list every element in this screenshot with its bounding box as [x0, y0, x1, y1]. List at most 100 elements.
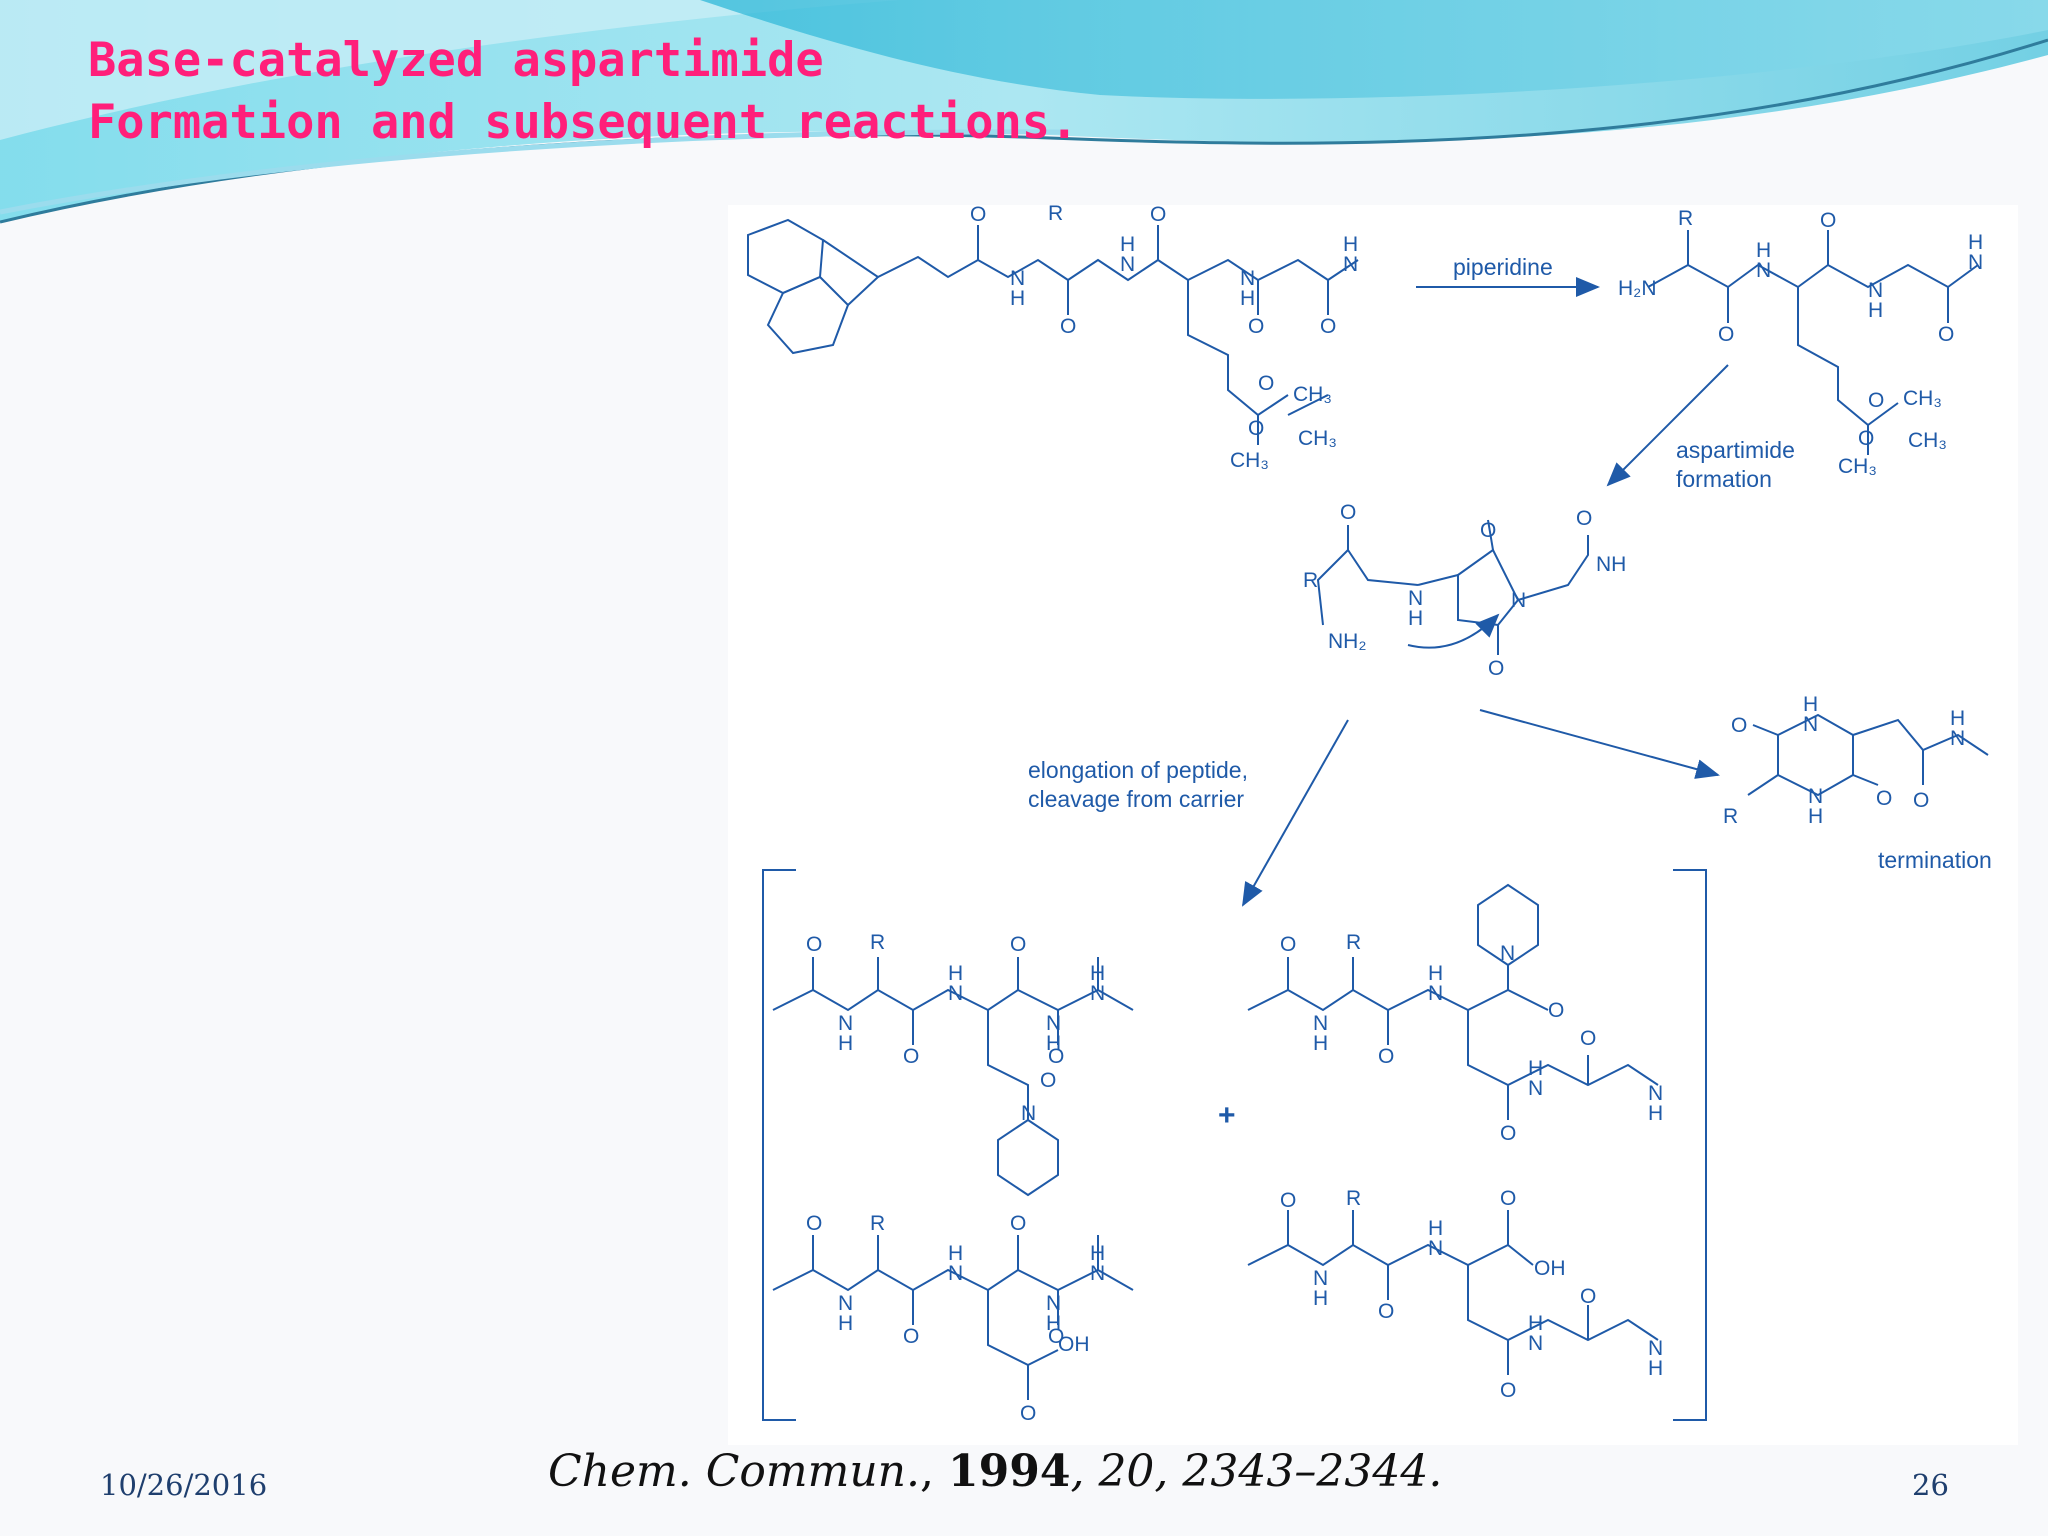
svg-text:O: O [1500, 1379, 1516, 1402]
svg-text:N: N [1046, 1012, 1061, 1035]
svg-text:N: N [1010, 267, 1025, 290]
svg-text:O: O [1020, 1402, 1036, 1425]
svg-text:H: H [1010, 287, 1025, 310]
svg-text:O: O [1913, 789, 1929, 812]
svg-text:O: O [1248, 417, 1264, 440]
svg-text:O: O [903, 1325, 919, 1348]
termination-arrow [1479, 709, 1720, 779]
aspartimide-arrow [1606, 364, 1729, 487]
svg-text:O: O [1060, 315, 1076, 338]
svg-text:CH₃: CH₃ [1293, 383, 1332, 406]
svg-text:H: H [1313, 1032, 1328, 1055]
step-aspartimide-label-1: aspartimide [1676, 437, 1795, 463]
product-beta-acid [1247, 1210, 1659, 1375]
step-elongation-label-1: elongation of peptide, [1028, 757, 1248, 783]
svg-text:H: H [1240, 287, 1255, 310]
slide-title: Base-catalyzed aspartimide Formation and… [88, 30, 1078, 154]
header-wave-decoration [0, 0, 2048, 224]
svg-text:N: N [1648, 1082, 1663, 1105]
svg-text:H: H [1428, 962, 1443, 985]
reagent-piperidine-label: piperidine [1453, 254, 1553, 280]
svg-text:O: O [1480, 519, 1496, 542]
svg-text:O: O [1258, 372, 1274, 395]
svg-text:R: R [1678, 207, 1693, 230]
structure-aspartimide [1316, 519, 1589, 655]
citation-year: 1994 [948, 1446, 1071, 1497]
svg-text:H: H [948, 962, 963, 985]
svg-text:H: H [838, 1312, 853, 1335]
product-alpha-acid [772, 1235, 1134, 1400]
svg-text:R: R [1303, 569, 1318, 592]
svg-text:O: O [1280, 1189, 1296, 1212]
svg-text:O: O [1280, 933, 1296, 956]
svg-text:O: O [1876, 787, 1892, 810]
elongation-arrow [1242, 719, 1349, 907]
svg-text:N: N [1046, 1292, 1061, 1315]
svg-text:O: O [1858, 427, 1874, 450]
svg-text:H: H [1046, 1312, 1061, 1335]
svg-text:R: R [1346, 1187, 1361, 1210]
svg-text:CH₃: CH₃ [1908, 429, 1947, 452]
svg-text:H: H [1428, 1217, 1443, 1240]
svg-text:N: N [1428, 982, 1443, 1005]
citation: Chem. Commun., 1994, 20, 2343–2344. [548, 1446, 1443, 1497]
svg-text:H: H [1120, 233, 1135, 256]
svg-text:H: H [948, 1242, 963, 1265]
svg-text:N: N [1528, 1077, 1543, 1100]
svg-text:O: O [1548, 999, 1564, 1022]
svg-text:H: H [1090, 1242, 1105, 1265]
svg-text:N: N [1950, 727, 1965, 750]
svg-text:O: O [1488, 657, 1504, 680]
svg-text:R: R [870, 931, 885, 954]
svg-text:H: H [1528, 1312, 1543, 1335]
svg-text:R: R [870, 1212, 885, 1235]
page-number: 26 [1912, 1468, 1949, 1502]
svg-text:OH: OH [1534, 1257, 1566, 1280]
svg-text:H: H [1868, 299, 1883, 322]
svg-text:H: H [1808, 805, 1823, 828]
title-line-1: Base-catalyzed aspartimide [88, 33, 824, 88]
svg-text:O: O [1580, 1285, 1596, 1308]
plus-sign: + [1218, 1099, 1236, 1132]
svg-text:R: R [1048, 205, 1063, 225]
svg-text:H: H [1343, 233, 1358, 256]
scheme-background [728, 205, 2018, 1445]
svg-text:H: H [1046, 1032, 1061, 1055]
svg-text:H: H [1648, 1102, 1663, 1125]
structure-fmoc-peptide [747, 218, 1359, 445]
svg-text:CH₃: CH₃ [1903, 387, 1942, 410]
citation-journal: Chem. Commun. [548, 1446, 921, 1497]
svg-text:H: H [838, 1032, 853, 1055]
svg-text:O: O [1320, 315, 1336, 338]
svg-text:O: O [1820, 209, 1836, 232]
svg-text:O: O [1731, 714, 1747, 737]
svg-text:O: O [1048, 1325, 1064, 1348]
svg-text:N: N [1808, 785, 1823, 808]
svg-text:O: O [806, 1212, 822, 1235]
svg-text:O: O [1868, 389, 1884, 412]
svg-text:O: O [1010, 933, 1026, 956]
diketopiperazine-labels: HN NH OOR OHN [1723, 693, 1965, 828]
svg-text:OH: OH [1058, 1333, 1090, 1356]
svg-text:H₂N: H₂N [1618, 277, 1656, 300]
svg-text:O: O [1048, 1045, 1064, 1068]
svg-text:N: N [1120, 253, 1135, 276]
svg-text:O: O [1378, 1300, 1394, 1323]
title-line-2: Formation and subsequent reactions. [88, 95, 1079, 150]
svg-text:N: N [948, 1262, 963, 1285]
svg-text:O: O [970, 205, 986, 226]
svg-text:CH₃: CH₃ [1230, 449, 1269, 472]
svg-text:H: H [1756, 239, 1771, 262]
svg-text:H: H [1968, 231, 1983, 254]
svg-text:CH₃: CH₃ [1298, 427, 1337, 450]
svg-text:R: R [1346, 931, 1361, 954]
svg-text:O: O [1040, 1069, 1056, 1092]
